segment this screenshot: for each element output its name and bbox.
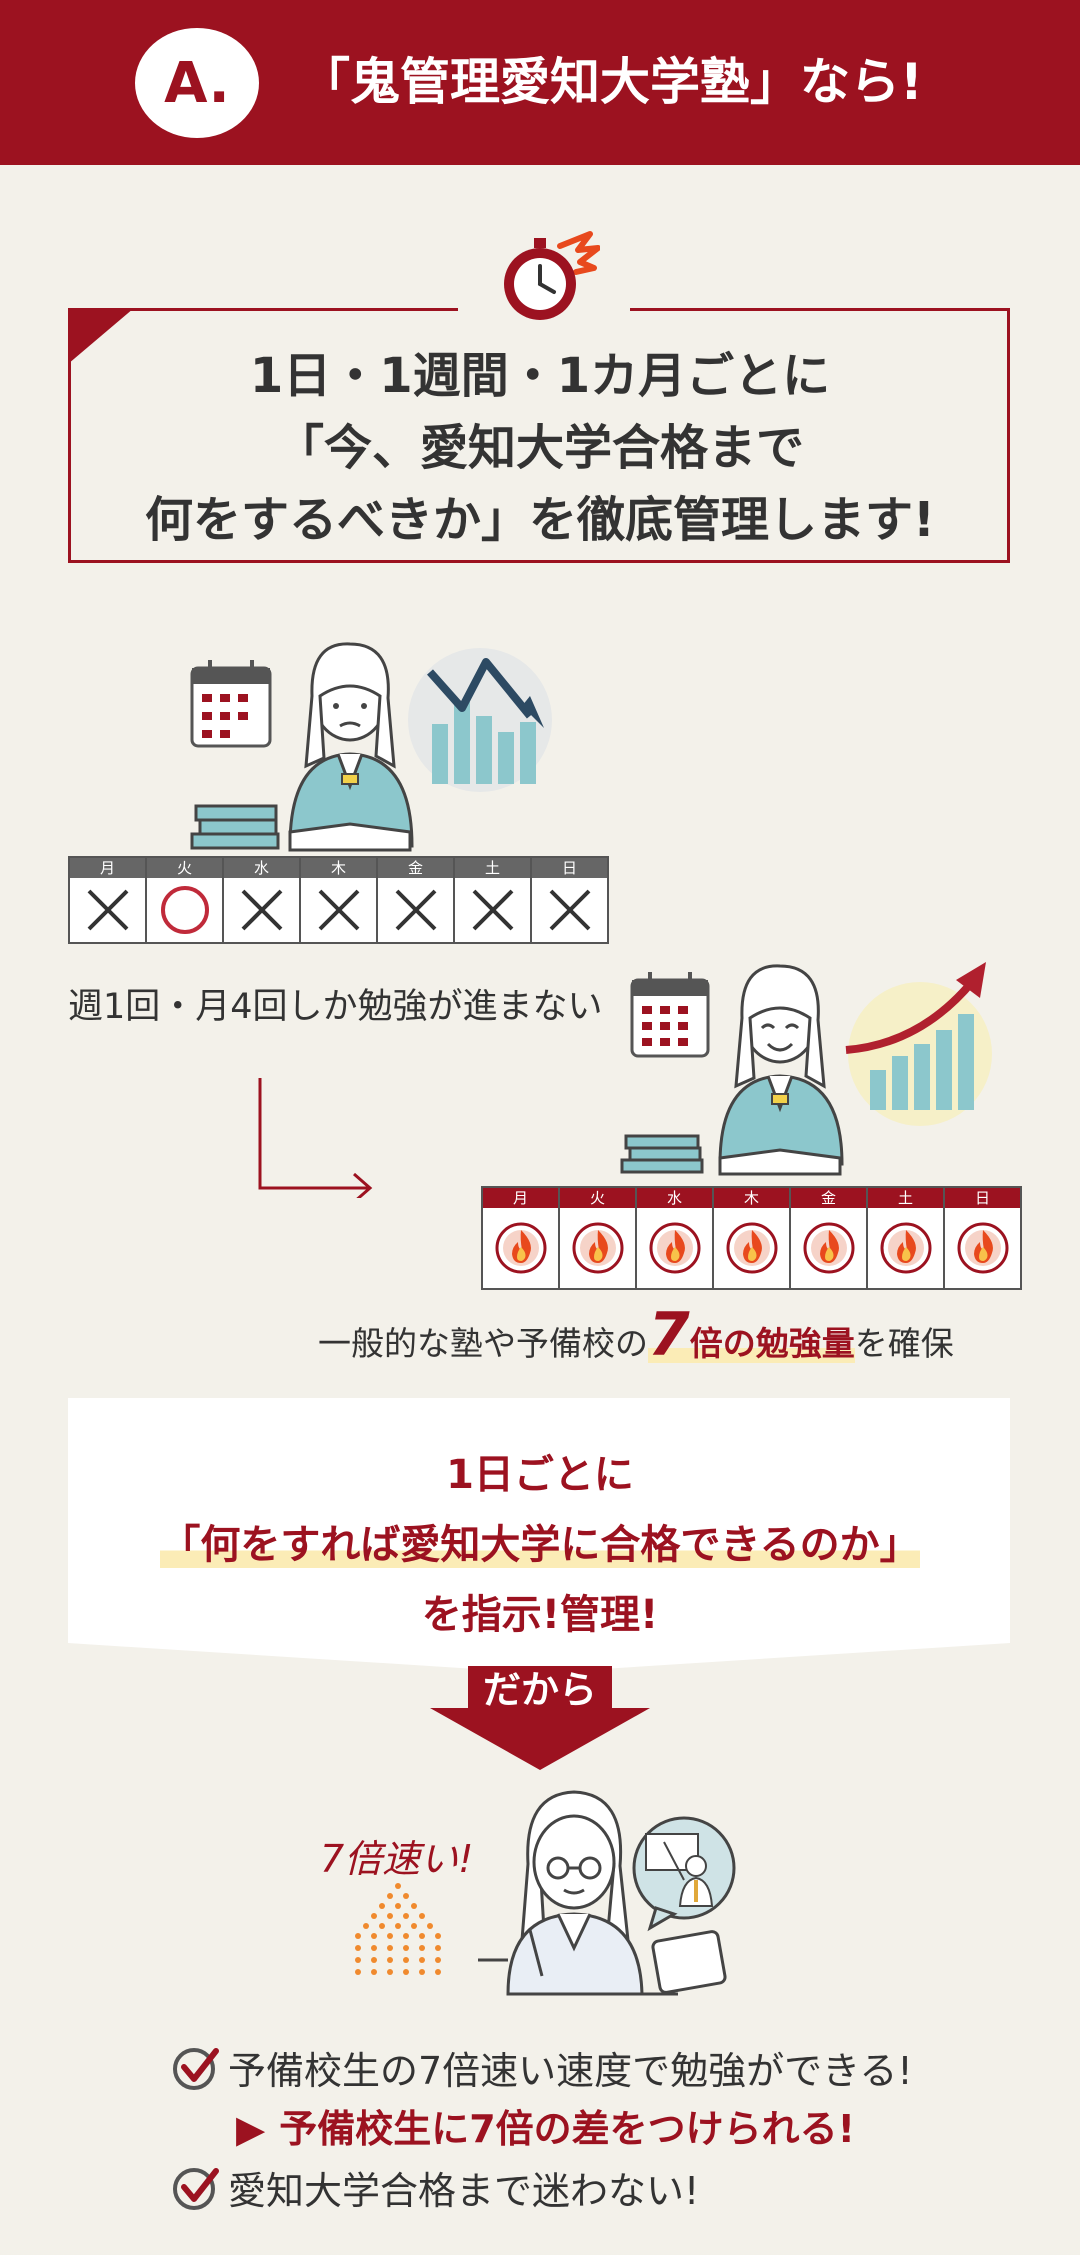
intro-line-3: 何をするべきか」を徹底管理します! xyxy=(145,492,935,548)
flame-icon xyxy=(945,1208,1020,1288)
flame-icon xyxy=(714,1208,789,1288)
calendar-day: 水 xyxy=(222,856,301,944)
mark-x xyxy=(532,878,607,942)
benefit-item-2-text: 愛知大学合格まで迷わない! xyxy=(228,2169,700,2213)
mark-x xyxy=(224,878,299,942)
day-label: 木 xyxy=(301,858,376,878)
weekly-calendar-before: 月 火 水 木 金 土 日 xyxy=(68,856,609,944)
calendar-day: 水 xyxy=(635,1186,714,1290)
before-caption: 週1回・月4回しか勉強が進まない xyxy=(68,987,603,1027)
after-caption-highlight: 7倍の勉強量 xyxy=(648,1300,855,1370)
header-title: 「鬼管理愛知大学塾」なら! xyxy=(300,53,923,111)
check-icon xyxy=(173,2167,219,2210)
worried-student-illustration xyxy=(190,642,552,852)
calendar-day: 月 xyxy=(481,1186,560,1290)
calendar-icon xyxy=(630,972,710,1058)
stopwatch-icon xyxy=(504,231,600,320)
benefit-item-1-text: 予備校生の7倍速い速度で勉強ができる! xyxy=(228,2049,913,2093)
calendar-day: 火 xyxy=(558,1186,637,1290)
day-label: 土 xyxy=(868,1188,943,1208)
check-icon xyxy=(173,2047,219,2090)
mark-x xyxy=(455,878,530,942)
instruction-line-1: 1日ごとに xyxy=(446,1452,634,1498)
calendar-day: 土 xyxy=(453,856,532,944)
calendar-day: 木 xyxy=(299,856,378,944)
instruction-line-2: 「何をすれば愛知大学に合格できるのか」 xyxy=(160,1522,920,1568)
seven-numeral: 7 xyxy=(648,1300,690,1370)
after-caption-hl-text: 倍の勉強量 xyxy=(689,1324,855,1363)
day-label: 月 xyxy=(70,858,145,878)
instruction-line-3: を指示!管理! xyxy=(421,1592,659,1638)
intro-line-1: 1日・1週間・1カ月ごとに xyxy=(249,348,831,404)
instruction-text: 1日ごとに 「何をすれば愛知大学に合格できるのか」 を指示!管理! xyxy=(0,1440,1080,1650)
flame-icon xyxy=(791,1208,866,1288)
intro-text: 1日・1週間・1カ月ごとに 「今、愛知大学合格まで 何をするべきか」を徹底管理し… xyxy=(0,340,1080,556)
caret-right-icon: ▶ xyxy=(236,2107,266,2151)
weekly-calendar-after: 月 火 水 木 金 土 日 xyxy=(481,1186,1022,1290)
benefit-item-2: 愛知大学合格まで迷わない! xyxy=(172,2160,699,2215)
day-label: 火 xyxy=(147,858,222,878)
chart-down-icon xyxy=(408,648,552,792)
speed-dots-icon xyxy=(355,1883,441,1975)
studying-student-illustration xyxy=(478,1790,736,1996)
day-label: 土 xyxy=(455,858,530,878)
after-caption-post: を確保 xyxy=(854,1324,954,1363)
mark-x xyxy=(301,878,376,942)
day-label: 水 xyxy=(637,1188,712,1208)
calendar-day: 金 xyxy=(789,1186,868,1290)
mark-x xyxy=(378,878,453,942)
calendar-day: 日 xyxy=(530,856,609,944)
benefit-arrow-item: ▶ 予備校生に7倍の差をつけられる! xyxy=(236,2098,855,2153)
dakara-label: だから xyxy=(482,1668,597,1712)
intro-line-2: 「今、愛知大学合格まで xyxy=(275,420,804,476)
l-arrow-icon xyxy=(258,1078,373,1198)
benefit-arrow-text: 予備校生に7倍の差をつけられる! xyxy=(279,2107,856,2151)
calendar-day: 金 xyxy=(376,856,455,944)
calendar-day: 木 xyxy=(712,1186,791,1290)
calendar-day: 日 xyxy=(943,1186,1022,1290)
flame-icon xyxy=(637,1208,712,1288)
day-label: 日 xyxy=(945,1188,1020,1208)
day-label: 月 xyxy=(483,1188,558,1208)
chart-up-icon xyxy=(845,962,992,1126)
day-label: 木 xyxy=(714,1188,789,1208)
flame-icon xyxy=(483,1208,558,1288)
calendar-day: 月 xyxy=(68,856,147,944)
answer-badge-label: A. xyxy=(164,50,230,116)
day-label: 水 xyxy=(224,858,299,878)
benefit-item-1: 予備校生の7倍速い速度で勉強ができる! xyxy=(172,2040,913,2095)
calendar-day: 火 xyxy=(145,856,224,944)
calendar-icon xyxy=(190,660,272,748)
mark-o xyxy=(147,878,222,942)
dakara-arrow xyxy=(430,1666,650,1770)
day-label: 日 xyxy=(532,858,607,878)
day-label: 火 xyxy=(560,1188,635,1208)
mark-x xyxy=(70,878,145,942)
flame-icon xyxy=(560,1208,635,1288)
happy-student-illustration xyxy=(620,962,992,1176)
calendar-day: 土 xyxy=(866,1186,945,1290)
corner-triangle xyxy=(68,308,134,364)
day-label: 金 xyxy=(378,858,453,878)
day-label: 金 xyxy=(791,1188,866,1208)
after-caption: 一般的な塾や予備校の7倍の勉強量を確保 xyxy=(318,1300,954,1370)
speed-label: 7倍速い! xyxy=(320,1837,474,1881)
answer-badge: A. xyxy=(135,28,259,138)
after-caption-pre: 一般的な塾や予備校の xyxy=(318,1324,648,1363)
flame-icon xyxy=(868,1208,943,1288)
